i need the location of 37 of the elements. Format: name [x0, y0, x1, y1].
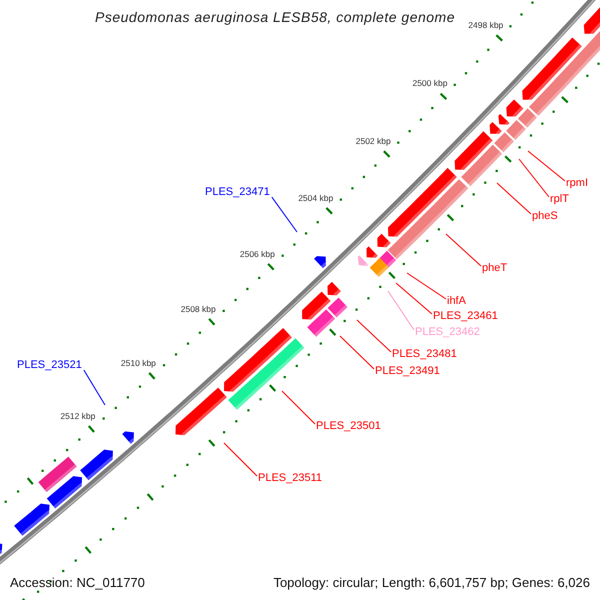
genome-summary-text: Topology: circular; Length: 6,601,757 bp; Genes: 6,026 — [273, 575, 590, 590]
gene-label: PLES_23461 — [433, 310, 498, 322]
leader-line — [528, 150, 566, 182]
scale-label: 2502 kbp — [356, 136, 391, 146]
scale-label: 2500 kbp — [412, 78, 448, 88]
scale-label: 2504 kbp — [298, 192, 334, 203]
gene-label: PLES_23471 — [205, 186, 270, 198]
scale-label: 2508 kbp — [180, 304, 216, 314]
gene-label: rpmI — [566, 176, 588, 190]
leader-line — [224, 442, 258, 476]
scale-label: 2506 kbp — [240, 248, 275, 259]
leader-line — [282, 390, 316, 424]
leader-line — [496, 182, 532, 214]
gene-label: PLES_23491 — [375, 364, 440, 378]
gene-label: rplT — [550, 192, 569, 206]
leader-line — [406, 272, 446, 300]
gene-label: PLES_23481 — [392, 348, 457, 360]
scale-label: 2498 kbp — [468, 20, 504, 30]
map-title: Pseudomonas aeruginosa LESB58, complete genome — [95, 9, 455, 25]
leader-line — [446, 234, 482, 266]
gene-label: ihfA — [447, 294, 466, 308]
gene-label: PLES_23511 — [258, 472, 322, 484]
scale-label: 2512 kbp — [60, 410, 96, 421]
leader-line — [83, 370, 106, 406]
gene-label: PLES_23501 — [316, 420, 381, 432]
scale-label: 2510 kbp — [120, 358, 156, 368]
gene-label: pheT — [482, 262, 508, 274]
leader-line — [356, 320, 392, 352]
leader-line — [388, 290, 414, 330]
leader-line — [340, 336, 374, 370]
accession-text: Accession: NC_011770 — [10, 575, 145, 590]
gene-label: PLES_23462 — [415, 326, 480, 338]
leader-line — [518, 158, 550, 198]
gene-label: pheS — [532, 210, 558, 222]
leader-line — [396, 282, 432, 314]
leader-line — [271, 196, 298, 232]
gene-label: PLES_23521 — [17, 358, 82, 372]
